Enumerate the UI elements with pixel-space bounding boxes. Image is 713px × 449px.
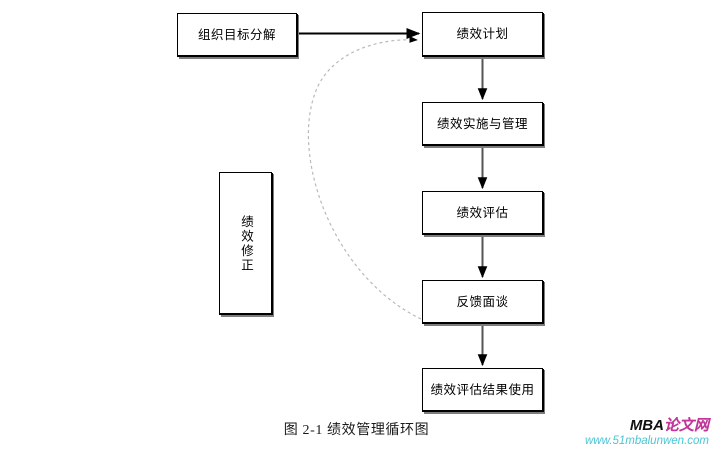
watermark-brand-cjk: 论文网	[663, 417, 709, 434]
node-org-goal-label: 组织目标分解	[197, 27, 276, 42]
node-perf-exec-label: 绩效实施与管理	[436, 116, 528, 131]
node-perf-plan: 绩效计划	[422, 12, 544, 57]
watermark-brand: MBA论文网	[585, 418, 709, 434]
watermark-url: www.51mbalunwen.com	[584, 434, 709, 447]
watermark-brand-latin: MBA	[629, 417, 664, 434]
node-perf-eval: 绩效评估	[422, 191, 544, 235]
node-org-goal: 组织目标分解	[177, 13, 298, 57]
node-perf-exec: 绩效实施与管理	[422, 102, 544, 146]
node-feedback-label: 反馈面谈	[456, 294, 509, 309]
node-feedback: 反馈面谈	[422, 280, 544, 324]
node-perf-eval-label: 绩效评估	[456, 205, 509, 220]
watermark: MBA论文网 www.51mbalunwen.com	[585, 418, 709, 447]
connector-feedback-to-perf-plan-loop	[307, 36, 422, 320]
node-result-use: 绩效评估结果使用	[422, 368, 544, 412]
node-result-use-label: 绩效评估结果使用	[430, 382, 535, 397]
figure-caption: 图 2-1 绩效管理循环图	[283, 423, 430, 438]
node-perf-plan-label: 绩效计划	[456, 27, 509, 42]
node-perf-fix: 绩效修正	[219, 172, 273, 315]
node-perf-fix-label: 绩效修正	[238, 214, 253, 273]
